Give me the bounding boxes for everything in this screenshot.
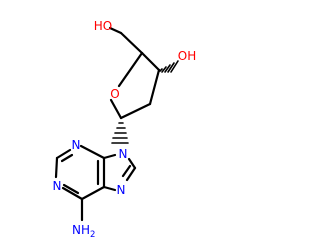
bond-c6-n1 [61,186,84,201]
atom-label-n3: N [72,138,81,152]
hashed-wedge-c1-n9 [111,122,129,144]
bond-c2-n3 [55,148,72,160]
bond-c6-n1-double [62,183,80,195]
atom-label-n9: N [119,147,128,161]
atom-label-n1: N [53,179,62,193]
atom-label-ring-o: O [110,87,119,101]
bond-n3-c4 [79,144,106,160]
bond-c2-n3-double [60,153,74,163]
atom-label-amine: NH2 [72,223,95,240]
bond-n7-c5 [102,185,117,192]
bond-c8-n7 [125,166,137,182]
bond-c3-c2 [148,68,161,106]
bond-c1-o4 [109,98,123,120]
bond-c4-c3 [140,51,161,72]
bond-c8-n7-double [121,164,132,178]
molecule-diagram: HO OH O N N N N NH2 [53,19,197,240]
bond-n9-c8 [127,157,137,170]
amine-symbol: NH [72,223,90,237]
bond-o4-c4 [117,51,144,88]
hashed-wedge-c3-oh [159,60,179,73]
bond-c4-c5 [119,31,144,55]
bond-c5-c6 [80,185,106,201]
atom-label-ring-oh: OH [178,49,196,63]
bond-c4-n9 [102,153,117,160]
bond-c5-o5 [108,26,123,35]
structure-canvas: HO OH O N N N N NH2 [53,19,197,240]
bond-n1-c2 [54,156,59,179]
atom-label-n7: N [117,183,126,197]
amine-subscript: 2 [90,230,95,240]
atom-label-hydroxymethyl-oh: HO [94,19,112,33]
bond-c2-c1 [119,102,152,120]
